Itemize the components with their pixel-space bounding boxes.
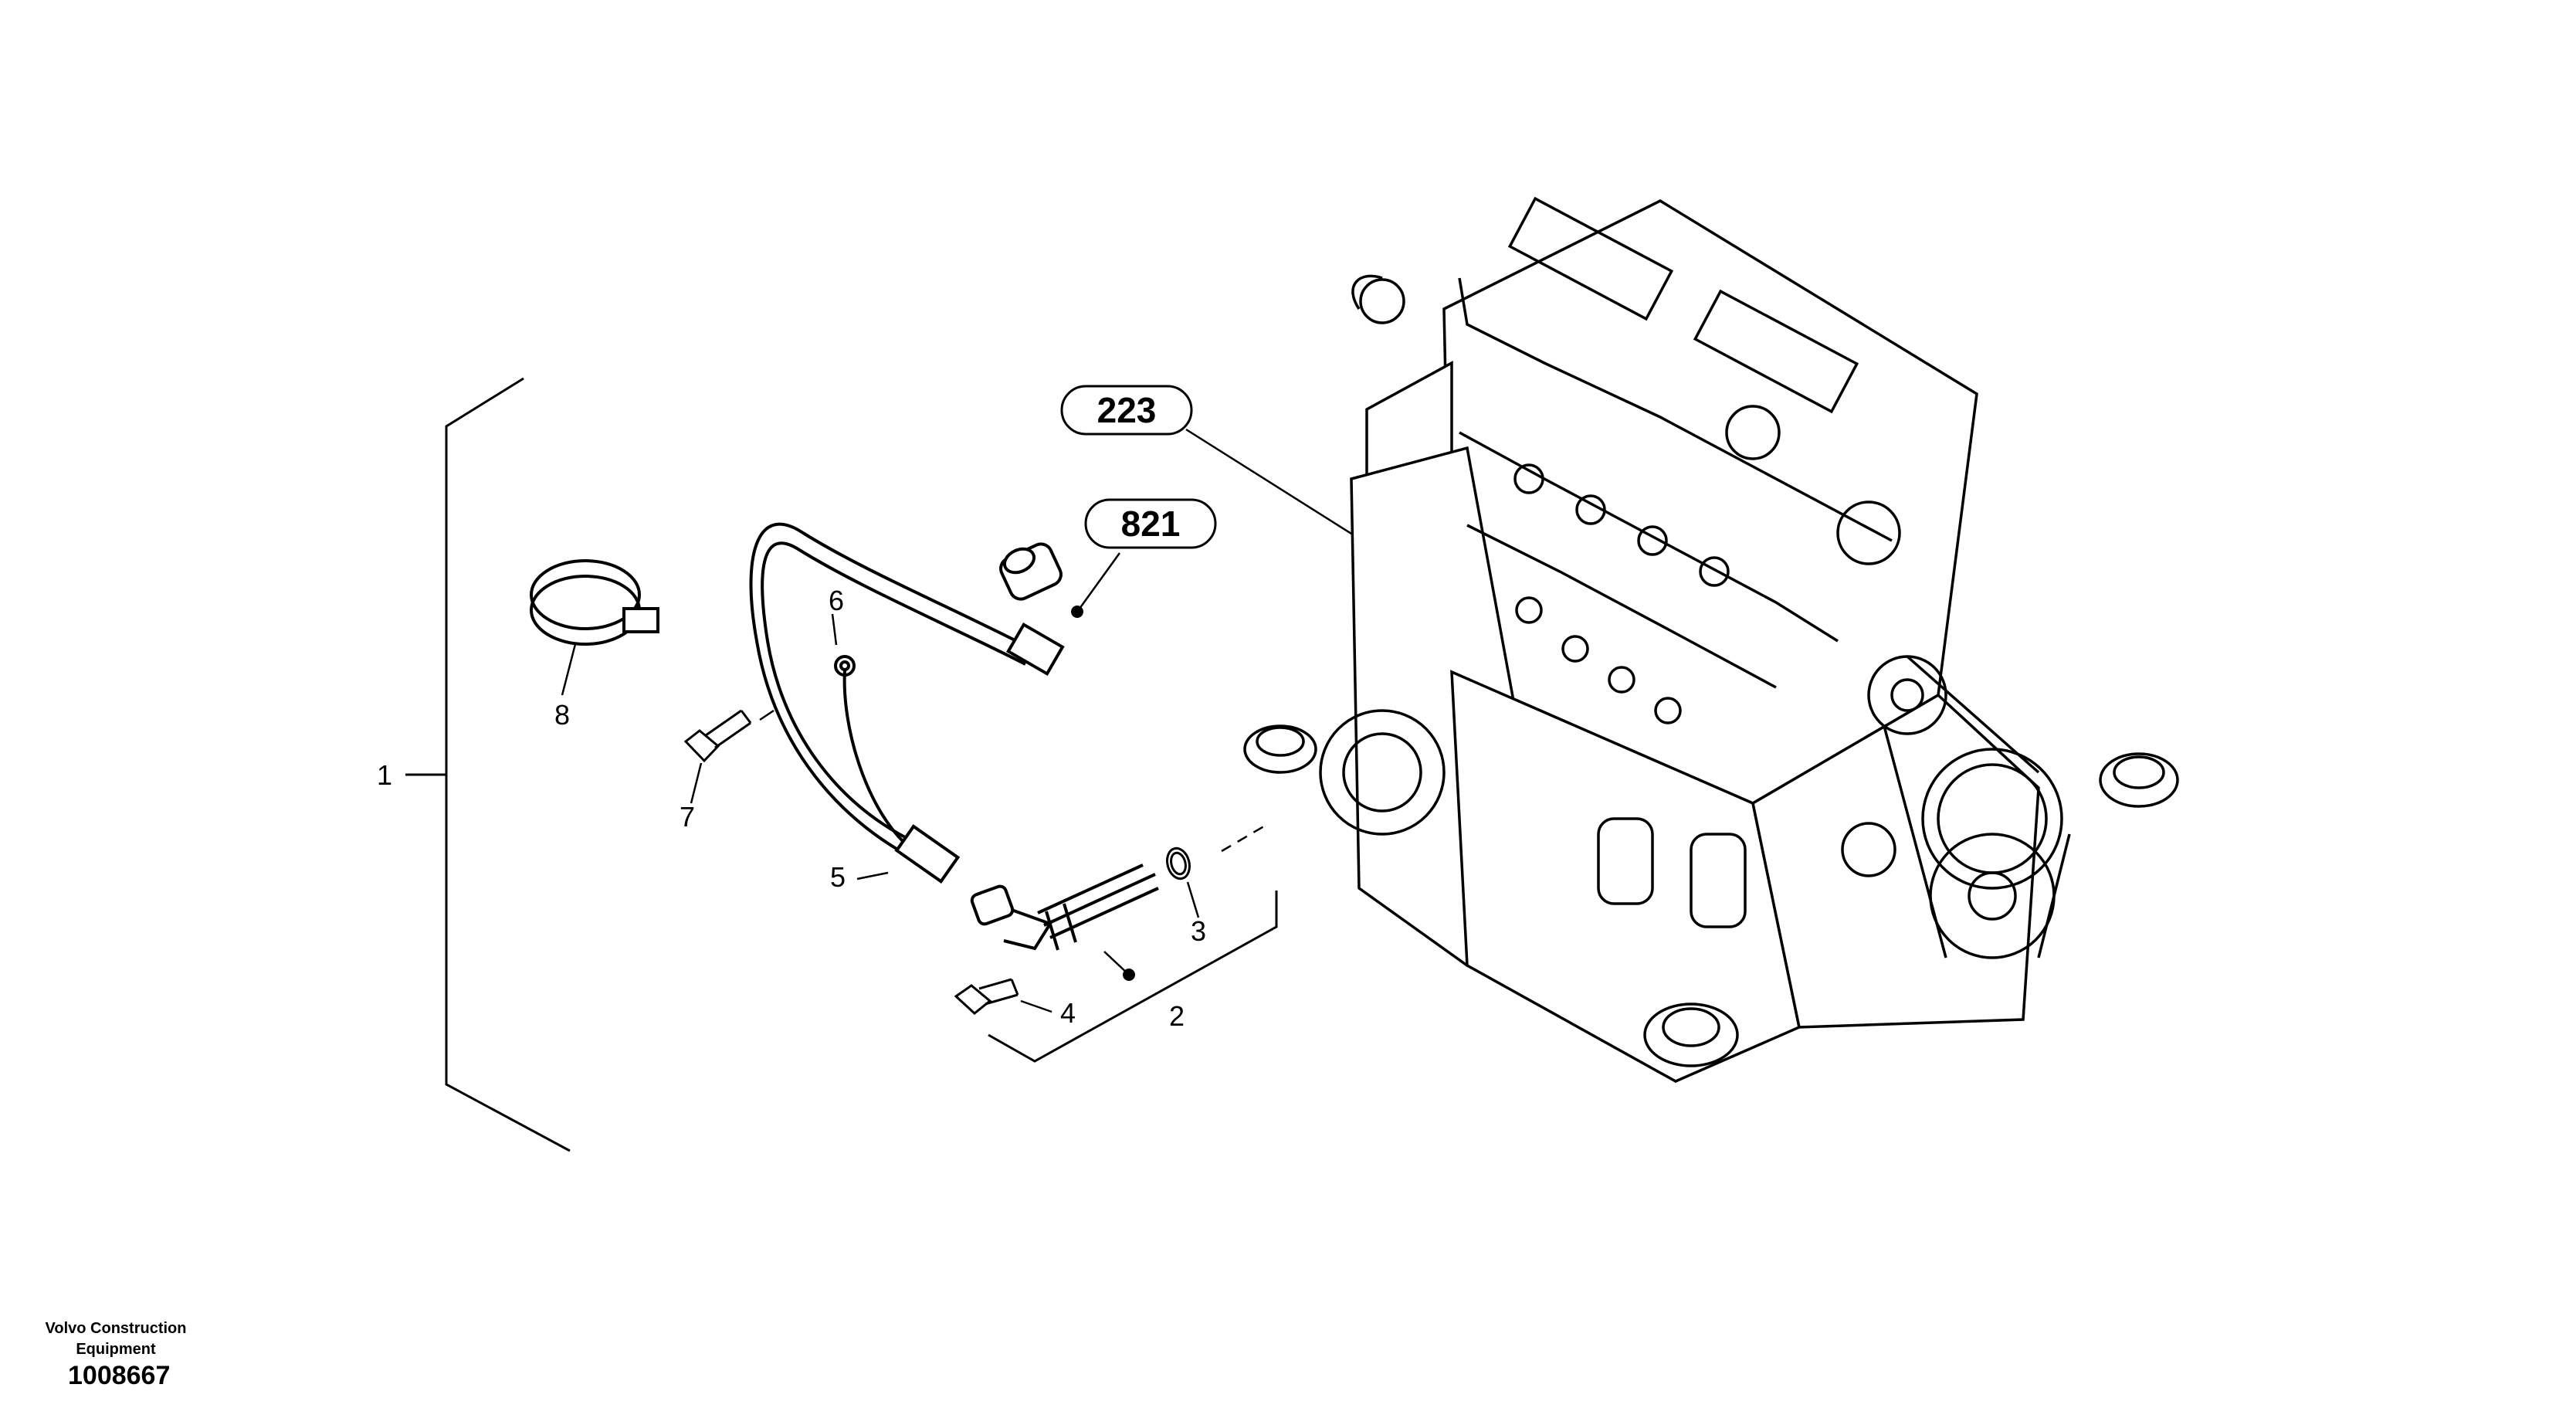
engine-illustration: [1243, 196, 2179, 1083]
reference-number: 223: [1097, 390, 1157, 430]
drawing-id: 1008667: [68, 1361, 171, 1390]
subassembly-bracket: [988, 891, 1278, 1063]
callout-4: 4: [1060, 997, 1076, 1029]
reference-number: 821: [1121, 504, 1181, 544]
hose-clamp-part: [530, 559, 659, 696]
callout-1: 1: [377, 759, 392, 791]
bolt-7-part: [683, 709, 774, 804]
protective-cap-part: [999, 542, 1063, 601]
callout-8: 8: [554, 699, 570, 731]
assembly-bracket: [405, 377, 571, 1152]
company-name: Volvo Construction Equipment: [0, 1318, 232, 1360]
heater-element-part: [970, 863, 1159, 951]
o-ring-part: [1166, 846, 1200, 918]
company-name-line2: Equipment: [76, 1341, 156, 1358]
callout-3: 3: [1191, 915, 1206, 947]
callout-5: 5: [830, 861, 846, 893]
bolt-4-part: [954, 978, 1052, 1015]
heater-cable-part: [749, 522, 1065, 884]
callout-2: 2: [1169, 1000, 1185, 1032]
callout-7: 7: [680, 801, 695, 833]
reference-bubble-223[interactable]: 223: [1060, 385, 1193, 436]
callout-6: 6: [829, 585, 844, 616]
reference-bubble-821[interactable]: 821: [1084, 498, 1217, 549]
company-name-line1: Volvo Construction: [45, 1320, 187, 1337]
